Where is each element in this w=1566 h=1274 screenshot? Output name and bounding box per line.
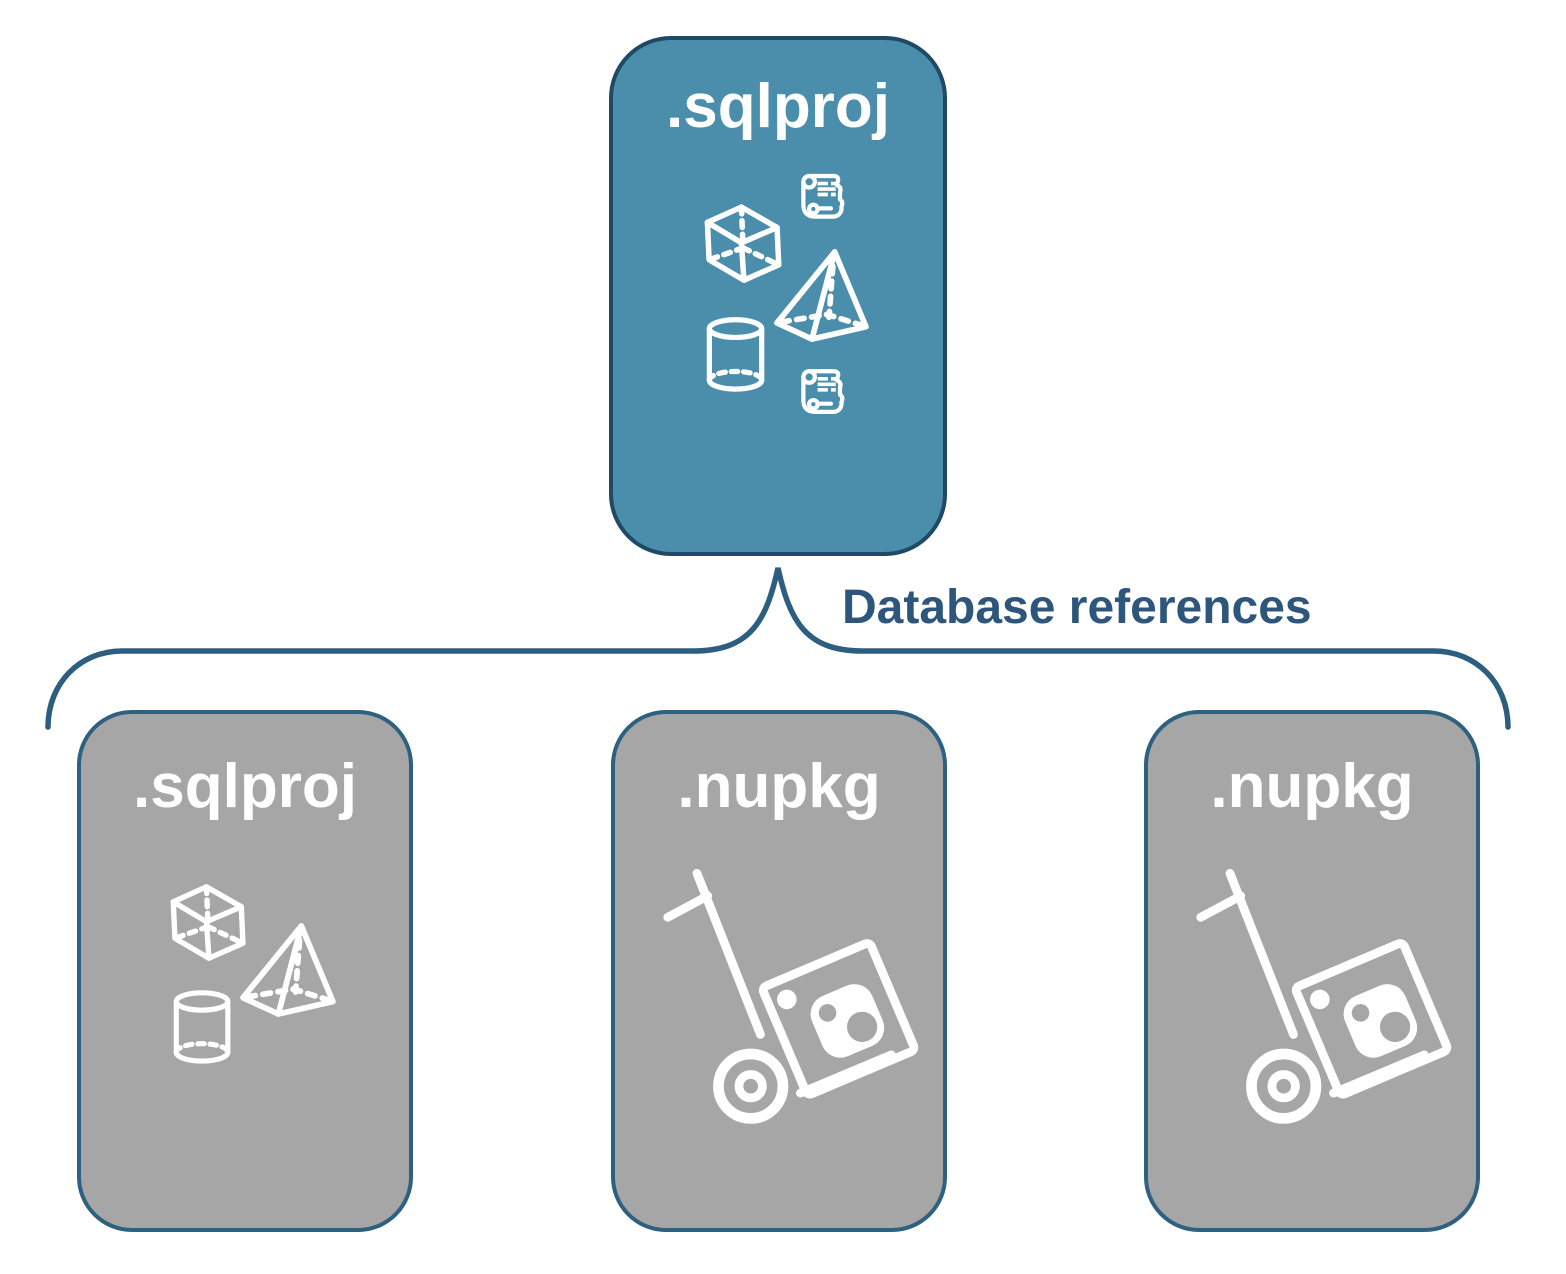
sqlproj-reference-box: .sqlproj (77, 710, 413, 1232)
pyramid-icon (243, 926, 333, 1014)
sqlproj-reference-title: .sqlproj (133, 752, 357, 821)
cylinder-icon (709, 320, 761, 389)
pyramid-icon (777, 252, 866, 339)
cube-icon (173, 887, 243, 958)
nupkg-reference-box-2: .nupkg (1144, 710, 1480, 1232)
cylinder-icon (176, 993, 228, 1061)
nuget-hand-truck-icon (668, 873, 916, 1118)
sqlproj-main-box: .sqlproj (609, 36, 947, 556)
nupkg-reference-box-1: .nupkg (611, 710, 947, 1232)
sqlproj-main-title: .sqlproj (666, 72, 890, 141)
nupkg-reference-title-2: .nupkg (1210, 752, 1414, 821)
script-scroll-icon (803, 371, 842, 412)
cube-icon (707, 207, 778, 280)
script-scroll-icon (803, 176, 842, 217)
nuget-hand-truck-icon (1201, 873, 1449, 1118)
nupkg-reference-title-1: .nupkg (677, 752, 881, 821)
connector-label: Database references (842, 581, 1312, 634)
